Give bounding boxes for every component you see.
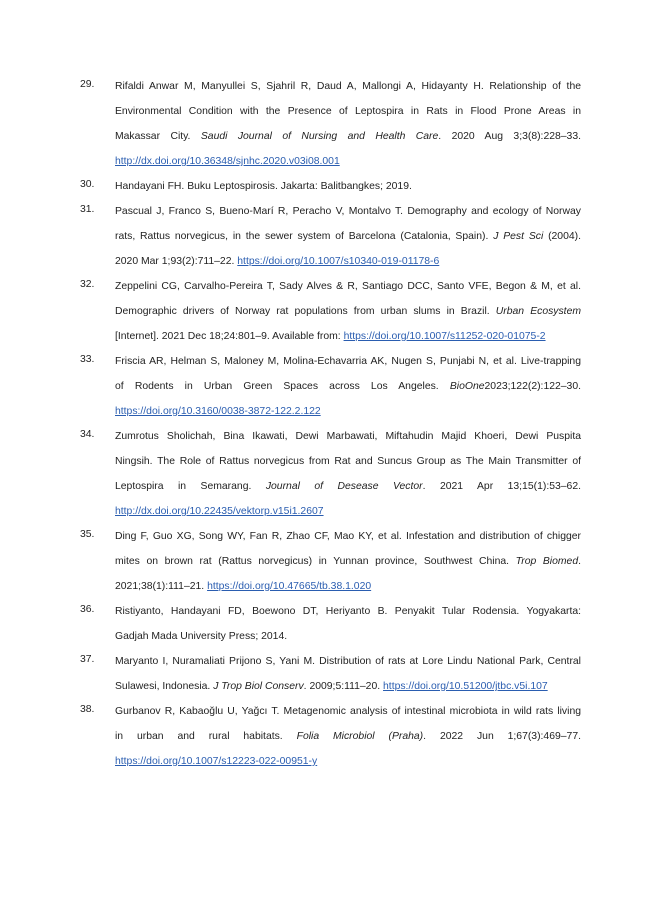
reference-number: 30.	[80, 179, 95, 190]
reference-line: in urban and rural habitats. Folia Micro…	[115, 731, 581, 742]
reference-line: Ristiyanto, Handayani FD, Boewono DT, He…	[115, 606, 581, 617]
reference-line: Makassar City. Saudi Journal of Nursing …	[115, 131, 582, 142]
reference-number: 34.	[80, 429, 95, 440]
reference-line: Ding F, Guo XG, Song WY, Fan R, Zhao CF,…	[115, 531, 581, 542]
reference-line: 2021;38(1):111–21. https://doi.org/10.47…	[115, 581, 372, 592]
reference-line: Handayani FH. Buku Leptospirosis. Jakart…	[115, 181, 412, 192]
reference-line: Leptospira in Semarang. Journal of Desea…	[115, 481, 581, 492]
reference-line: [Internet]. 2021 Dec 18;24:801–9. Availa…	[115, 331, 546, 342]
reference-number: 35.	[80, 529, 95, 540]
reference-body: Rifaldi Anwar M, Manyullei S, Sjahril R,…	[115, 79, 581, 179]
doi-link[interactable]: http://dx.doi.org/10.22435/vektorp.v15i1…	[115, 506, 324, 517]
reference-body: Ding F, Guo XG, Song WY, Fan R, Zhao CF,…	[115, 529, 581, 604]
reference-line: of Rodents in Urban Green Spaces across …	[115, 381, 581, 392]
reference-line: http://dx.doi.org/10.22435/vektorp.v15i1…	[115, 504, 581, 529]
reference-line: mites on brown rat (Rattus norvegicus) i…	[115, 556, 581, 567]
reference-line: https://doi.org/10.3160/0038-3872-122.2.…	[115, 404, 581, 429]
doi-link[interactable]: https://doi.org/10.51200/jtbc.v5i.107	[383, 681, 548, 692]
reference-number: 36.	[80, 604, 95, 615]
reference-line: Gurbanov R, Kabaoğlu U, Yağcı T. Metagen…	[115, 706, 581, 717]
reference-body: Pascual J, Franco S, Bueno-Marí R, Perac…	[115, 204, 581, 279]
reference-line: 2020 Mar 1;93(2):711–22. https://doi.org…	[115, 256, 440, 267]
doi-link[interactable]: https://doi.org/10.1007/s12223-022-00951…	[115, 756, 318, 767]
reference-number: 37.	[80, 654, 95, 665]
journal-title: J Pest Sci	[493, 231, 544, 242]
journal-title: Saudi Journal of Nursing and Health Care	[200, 131, 439, 142]
reference-body: Ristiyanto, Handayani FD, Boewono DT, He…	[115, 604, 581, 654]
doi-link[interactable]: https://doi.org/10.47665/tb.38.1.020	[207, 581, 372, 592]
reference-body: Friscia AR, Helman S, Maloney M, Molina-…	[115, 354, 581, 429]
reference-body: Handayani FH. Buku Leptospirosis. Jakart…	[115, 179, 581, 204]
reference-line: rats, Rattus norvegicus, in the sewer sy…	[115, 231, 581, 242]
reference-line: http://dx.doi.org/10.36348/sjnhc.2020.v0…	[115, 154, 581, 179]
reference-line: Rifaldi Anwar M, Manyullei S, Sjahril R,…	[115, 81, 581, 92]
journal-title: BioOne	[449, 381, 485, 392]
reference-body: Zumrotus Sholichah, Bina Ikawati, Dewi M…	[115, 429, 581, 529]
reference-line: Maryanto I, Nuramaliati Prijono S, Yani …	[115, 656, 581, 667]
reference-line: Demographic drivers of Norway rat popula…	[115, 306, 582, 317]
reference-number: 32.	[80, 279, 95, 290]
reference-line: Sulawesi, Indonesia. J Trop Biol Conserv…	[115, 681, 548, 692]
reference-line: Zeppelini CG, Carvalho-Pereira T, Sady A…	[115, 281, 581, 292]
reference-line: Pascual J, Franco S, Bueno-Marí R, Perac…	[115, 206, 581, 217]
reference-body: Gurbanov R, Kabaoğlu U, Yağcı T. Metagen…	[115, 704, 581, 779]
reference-line: Friscia AR, Helman S, Maloney M, Molina-…	[115, 356, 581, 367]
reference-number: 29.	[80, 79, 95, 90]
journal-title: J Trop Biol Conserv	[213, 681, 304, 692]
reference-body: Maryanto I, Nuramaliati Prijono S, Yani …	[115, 654, 581, 704]
reference-number: 33.	[80, 354, 95, 365]
doi-link[interactable]: http://dx.doi.org/10.36348/sjnhc.2020.v0…	[115, 156, 340, 167]
reference-number: 31.	[80, 204, 95, 215]
journal-title: Folia Microbiol (Praha)	[296, 731, 424, 742]
reference-line: Zumrotus Sholichah, Bina Ikawati, Dewi M…	[115, 431, 581, 442]
doi-link[interactable]: https://doi.org/10.3160/0038-3872-122.2.…	[115, 406, 321, 417]
reference-number: 38.	[80, 704, 95, 715]
journal-title: Journal of Desease Vector	[265, 481, 423, 492]
doi-link[interactable]: https://doi.org/10.1007/s10340-019-01178…	[237, 256, 440, 267]
doi-link[interactable]: https://doi.org/10.1007/s11252-020-01075…	[343, 331, 546, 342]
journal-title: Urban Ecosystem	[495, 306, 582, 317]
reference-line: Gadjah Mada University Press; 2014.	[115, 631, 288, 642]
reference-line: https://doi.org/10.1007/s12223-022-00951…	[115, 754, 581, 779]
reference-line: Ningsih. The Role of Rattus norvegicus f…	[115, 456, 581, 467]
reference-body: Zeppelini CG, Carvalho-Pereira T, Sady A…	[115, 279, 581, 354]
journal-title: Trop Biomed	[515, 556, 579, 567]
reference-line: Environmental Condition with the Presenc…	[115, 106, 581, 117]
